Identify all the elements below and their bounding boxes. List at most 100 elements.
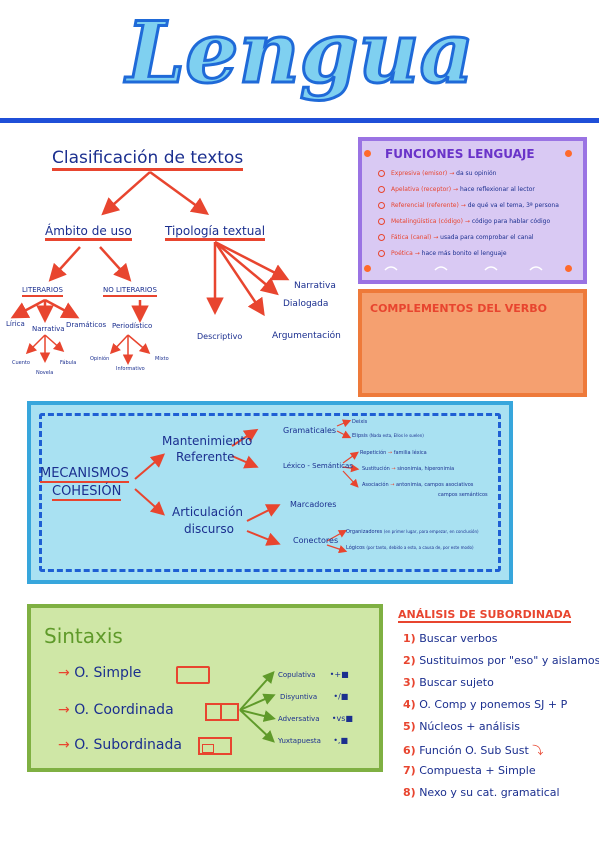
clasificacion-arrows	[10, 170, 290, 365]
funcion-name: Apelativa (receptor)	[391, 186, 452, 193]
step-number: 4)	[403, 698, 416, 711]
step-text: Buscar sujeto	[419, 676, 494, 689]
step-text: Compuesta + Simple	[419, 764, 536, 777]
funciones-title: FUNCIONES LENGUAJE	[385, 147, 535, 161]
mixto-label: Mixto	[155, 356, 169, 362]
copulativa-row: Copulativa •+■	[278, 670, 349, 680]
step-text: O. Comp y ponemos SJ + P	[419, 698, 568, 711]
funcion-name: Referencial (referente)	[391, 202, 459, 209]
funcion-desc: de qué va el tema, 3ª persona	[467, 202, 559, 209]
funcion-name: Fática (canal)	[391, 234, 432, 241]
logicos-row: Lógicos (por tanto, debido a esto, a cau…	[346, 544, 474, 552]
step-text: Sustituimos por "eso" y aislamos()	[419, 654, 599, 667]
yuxtapuesta-sym: •,■	[333, 736, 349, 745]
funciones-waves	[384, 266, 543, 271]
funcion-name: Expresiva (emisor)	[391, 170, 448, 177]
funcion-row: Fática (canal) → usada para comprobar el…	[378, 234, 534, 242]
subordinada-box-icon	[198, 737, 232, 755]
asociacion-label: Asociación	[362, 482, 389, 488]
mecanismos-box	[27, 401, 513, 584]
asociacion-desc: antonimia, campos asociativos	[396, 482, 474, 488]
funcion-row: Metalingüística (código) → código para h…	[378, 218, 550, 226]
analisis-step: 7) Compuesta + Simple	[403, 764, 536, 777]
oracion-simple-row: → O. Simple	[58, 665, 142, 681]
sustitucion-desc: sinonimia, hiperonimia	[397, 466, 455, 472]
step-number: 6)	[403, 744, 416, 757]
step-text: Función O. Sub Sust	[419, 744, 529, 757]
copulativa-sym: •+■	[329, 670, 349, 679]
tipologia-descriptivo: Descriptivo	[197, 332, 243, 341]
gramaticales-label: Gramaticales	[283, 426, 337, 435]
step-number: 8)	[403, 786, 416, 799]
literarios-label: LITERARIOS	[22, 286, 63, 297]
organizadores-label: Organizadores	[346, 529, 383, 535]
oracion-coordinada: O. Coordinada	[74, 702, 174, 718]
adversativa-label: Adversativa	[278, 715, 320, 723]
analisis-step: 2) Sustituimos por "eso" y aislamos()	[403, 654, 599, 667]
mantenimiento-label-1: Mantenimiento	[162, 434, 253, 448]
funcion-desc: usada para comprobar el canal	[440, 234, 534, 241]
funcion-row: Poética → hace más bonito el lenguaje	[378, 250, 507, 258]
funcion-desc: hace más bonito el lenguaje	[421, 250, 507, 257]
mecanismos-dashed-border	[39, 413, 501, 572]
step-text: Buscar verbos	[419, 632, 498, 645]
dramaticos-label: Dramáticos	[66, 321, 107, 329]
funciones-dot-br	[565, 265, 572, 272]
funcion-name: Metalingüística (código)	[391, 218, 463, 225]
funciones-box	[358, 137, 587, 284]
adversativa-sym: •vs■	[331, 714, 353, 723]
elipsis-note: (Nada esta, Ellos le suelen)	[369, 433, 424, 438]
fabula-label: Fábula	[60, 360, 77, 366]
mecanismos-title-2: COHESIÓN	[52, 484, 122, 501]
clasificacion-title: Clasificación de textos	[52, 148, 244, 171]
step-number: 3)	[403, 676, 416, 689]
oracion-subordinada-row: → O. Subordinada	[58, 737, 182, 753]
header: Lengua	[0, 0, 599, 110]
funcion-desc: da su opinión	[456, 170, 497, 177]
novela-label: Novela	[36, 370, 54, 376]
yuxtapuesta-label: Yuxtapuesta	[278, 737, 321, 745]
mantenimiento-label-2: Referente	[176, 450, 235, 464]
analisis-step: 6) Función O. Sub Sust ⤵	[403, 742, 543, 758]
ambito-label: Ámbito de uso	[45, 224, 132, 241]
logicos-label: Lógicos	[346, 545, 365, 551]
page-title: Lengua	[124, 3, 474, 102]
step-text: Nexo y su cat. gramatical	[419, 786, 560, 799]
oracion-subordinada: O. Subordinada	[74, 737, 182, 753]
sintaxis-title: Sintaxis	[44, 624, 123, 648]
funciones-dot-bl	[364, 265, 371, 272]
elipsis-label: Elipsis	[352, 433, 368, 439]
periodistico-label: Periodístico	[112, 322, 153, 330]
repeticion-row: Repetición → familia léxica	[360, 450, 427, 456]
analisis-title: ANÁLISIS DE SUBORDINADA	[398, 608, 572, 623]
analisis-step: 8) Nexo y su cat. gramatical	[403, 786, 560, 799]
logicos-note: (por tanto, debido a esto, a causa de, p…	[366, 545, 474, 550]
simple-box-icon	[176, 666, 210, 684]
coordinada-box-icon	[205, 703, 239, 721]
complementos-box	[358, 289, 587, 397]
lexico-label: Léxico - Semánticas	[283, 462, 353, 470]
step-number: 7)	[403, 764, 416, 777]
mecanismos-arrows	[134, 419, 360, 554]
oracion-coordinada-row: → O. Coordinada	[58, 702, 174, 718]
funcion-row: Referencial (referente) → de qué va el t…	[378, 202, 559, 210]
adversativa-row: Adversativa •vs■	[278, 714, 353, 724]
organizadores-row: Organizadores (en primer lugar, para emp…	[346, 528, 479, 536]
conectores-label: Conectores	[293, 536, 339, 545]
articulacion-label-1: Articulación	[172, 505, 243, 519]
tipologia-narrativa: Narrativa	[294, 281, 336, 291]
marcadores-label: Marcadores	[290, 500, 337, 509]
sustitucion-label: Sustitución	[362, 466, 390, 472]
informativo-label: Informativo	[116, 366, 145, 372]
tipologia-label: Tipología textual	[165, 224, 266, 241]
tipologia-dialogada: Dialogada	[283, 299, 329, 309]
no-literarios-label: NO LITERARIOS	[103, 286, 157, 297]
funcion-desc: código para hablar código	[471, 218, 551, 225]
funcion-row: Expresiva (emisor) → da su opinión	[378, 170, 496, 178]
repeticion-label: Repetición	[360, 450, 387, 456]
funcion-desc: hace reflexionar al lector	[459, 186, 535, 193]
analisis-step: 1) Buscar verbos	[403, 632, 498, 645]
header-divider	[0, 118, 599, 123]
step-number: 5)	[403, 720, 416, 733]
funcion-name: Poética	[391, 250, 413, 257]
